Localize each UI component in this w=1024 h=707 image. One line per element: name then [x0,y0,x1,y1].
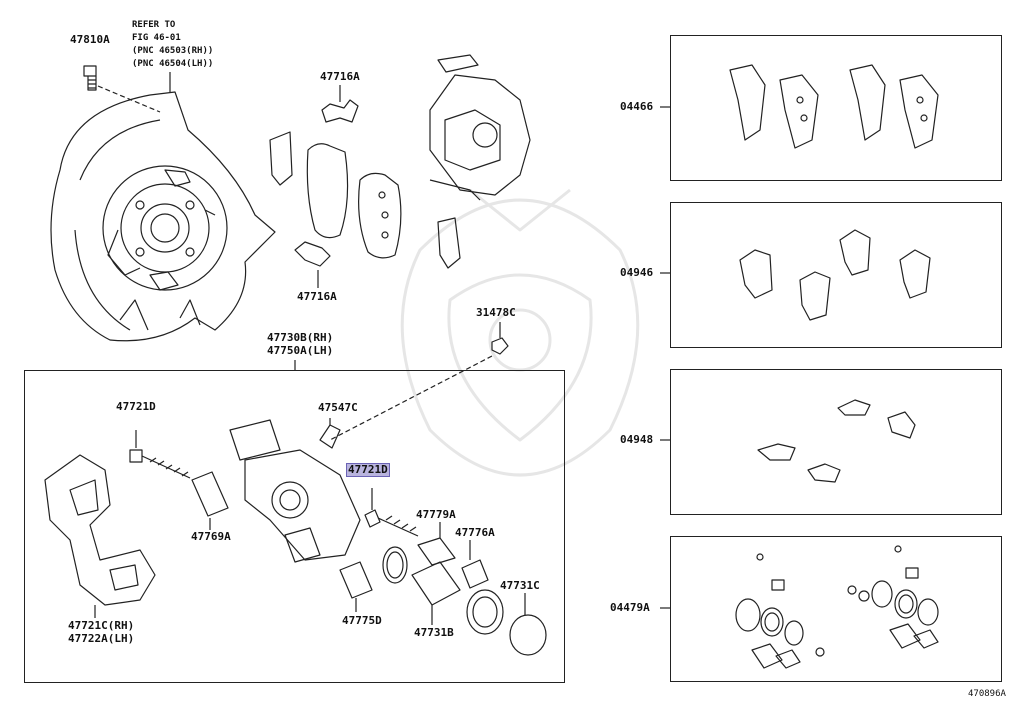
part-47547C[interactable]: 47547C [318,401,358,414]
caliper-cylinder-body [229,419,361,563]
bushing-47775D [339,561,373,599]
caliper-bracket-47721C [44,454,156,606]
pad-right [358,172,402,259]
part-47721D-sub[interactable]: 47721D [116,400,156,413]
bleeder-cap-31478C [491,337,509,355]
piston-47731B [411,561,461,606]
pad-left [306,143,349,239]
bolt-47721D-sub [129,449,191,479]
part-47716A-bottom[interactable]: 47716A [297,290,337,303]
kit-04946[interactable]: 04946 [620,266,654,279]
shim-left [269,131,293,186]
refer-note-line3: (PNC 46503(RH)) [132,46,214,56]
part-47722A[interactable]: 47722A(LH) [68,632,135,645]
kit-box-04466 [670,35,1002,181]
bolt-47721D-main [364,509,419,537]
kit-box-04479A [670,536,1002,682]
part-47769A[interactable]: 47769A [191,530,231,543]
part-47721C[interactable]: 47721C(RH) [68,619,135,632]
kit-box-04946 [670,202,1002,348]
bleeder-47547C [319,424,341,449]
pin-47769A [191,471,229,517]
kit-04948[interactable]: 04948 [620,433,654,446]
kit-box-04948 [670,369,1002,515]
piston-seal-kit [466,589,504,635]
caliper-assembly-box [24,370,565,683]
kit-04466[interactable]: 04466 [620,100,654,113]
part-47721D-main[interactable]: 47721D [346,463,390,477]
refer-note-line2: FIG 46-01 [132,33,181,43]
dust-shield [50,91,276,342]
clip-47716A-top [321,99,359,123]
kit-04479A-seals [735,545,939,669]
boot-47776A [461,559,489,589]
part-47731C[interactable]: 47731C [500,579,540,592]
part-47810A[interactable]: 47810A [70,33,110,46]
part-47716A-top[interactable]: 47716A [320,70,360,83]
part-47750A[interactable]: 47750A(LH) [267,344,334,357]
part-47775D[interactable]: 47775D [342,614,382,627]
caliper-bracket-top [429,54,531,201]
dust-boot-47731C [509,614,547,656]
pin-47779A [417,537,456,566]
kit-04948-clips [757,399,916,483]
refer-note-line4: (PNC 46504(LH)) [132,59,214,69]
kit-04946-shims [739,229,931,321]
leader-31478C-dashed [329,355,493,441]
part-47731B[interactable]: 47731B [414,626,454,639]
bolt-47810A [83,65,97,91]
kit-04466-pads [729,64,939,149]
seal-ring [382,546,408,584]
refer-note-line1: REFER TO [132,20,176,30]
part-47730B[interactable]: 47730B(RH) [267,331,334,344]
figure-number: 470896A [968,689,1006,699]
kit-04479A[interactable]: 04479A [610,601,650,614]
clip-47716A-bottom [294,241,331,267]
part-47776A[interactable]: 47776A [455,526,495,539]
leader-47810A [97,85,161,113]
part-31478C[interactable]: 31478C [476,306,516,319]
shim-right [437,217,461,269]
part-47779A[interactable]: 47779A [416,508,456,521]
